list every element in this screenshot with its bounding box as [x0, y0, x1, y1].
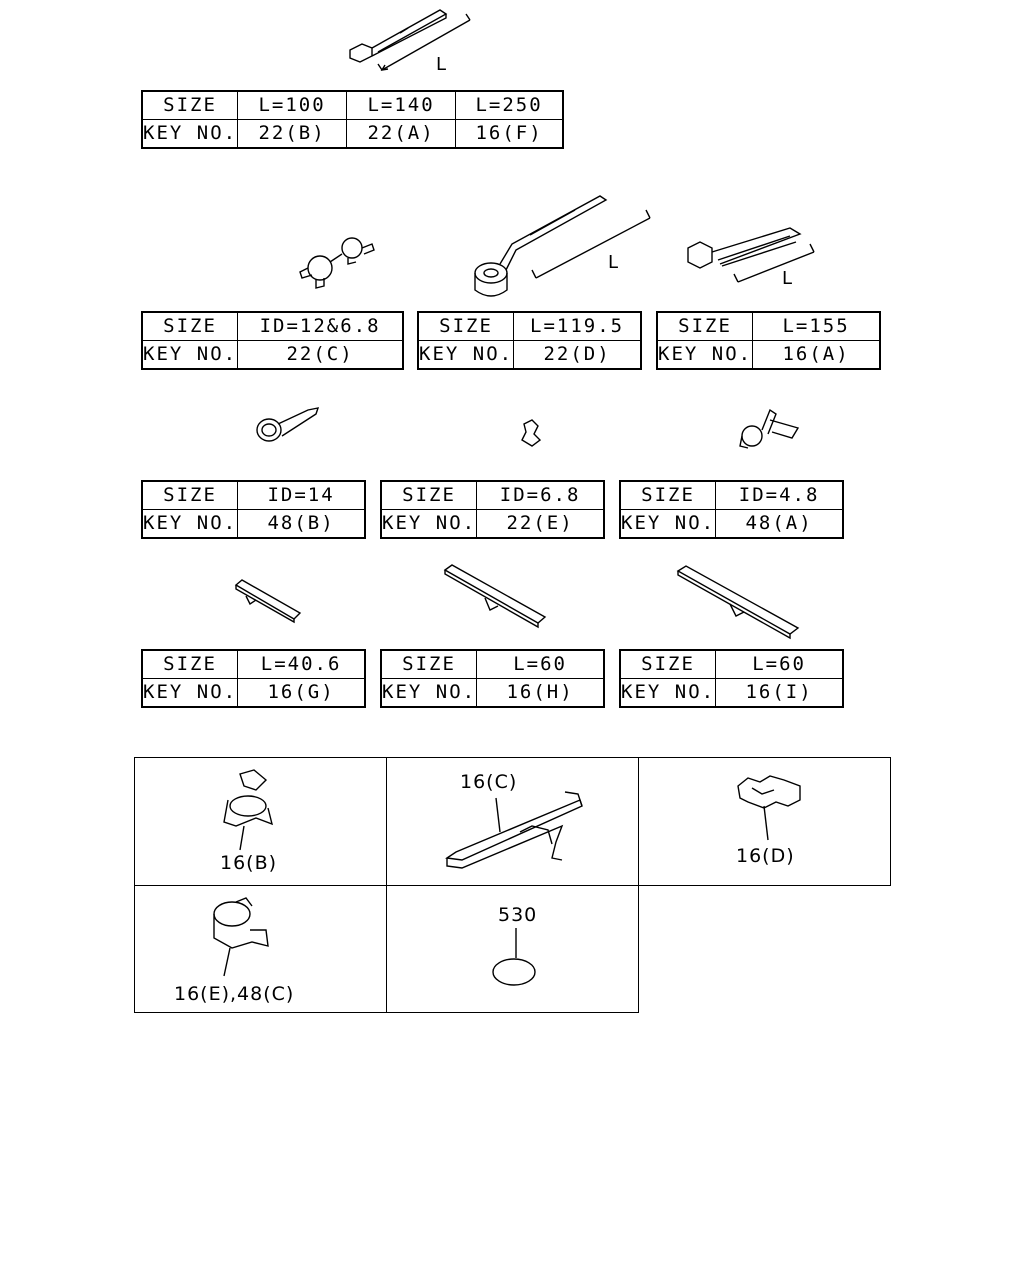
key-no-label: KEY NO.: [656, 340, 754, 370]
key-no-label: KEY NO.: [380, 509, 478, 539]
key-no-value: 16(H): [476, 678, 605, 708]
holder-clip-illustration: [739, 408, 800, 449]
loop-clamp-illustration: [256, 407, 320, 442]
key-no-label: KEY NO.: [141, 509, 239, 539]
key-no-value: 16(A): [752, 340, 881, 370]
spec-table-22c: SIZE ID=12&6.8 KEY NO. 22(C): [141, 311, 405, 370]
short-bar-clip-illustration: [234, 579, 302, 624]
key-no-label: KEY NO.: [141, 678, 239, 708]
dimension-label: L: [608, 252, 619, 273]
spec-table-48a: SIZE ID=4.8 KEY NO. 48(A): [619, 480, 845, 539]
size-value: ID=4.8: [715, 480, 844, 510]
key-no-value: 16(F): [455, 119, 564, 149]
part-label-16d: 16(D): [736, 845, 795, 867]
part-label-16e-48c: 16(E),48(C): [174, 983, 295, 1005]
cable-tie-illustration: [349, 9, 471, 71]
key-no-label: KEY NO.: [417, 340, 515, 370]
size-label: SIZE: [619, 480, 717, 510]
size-label: SIZE: [380, 480, 478, 510]
part-label-530: 530: [498, 904, 538, 926]
grid-cell-16d: [638, 757, 891, 886]
size-value: L=40.6: [237, 649, 366, 679]
dimension-label: L: [782, 268, 793, 289]
size-value: ID=6.8: [476, 480, 605, 510]
key-no-label: KEY NO.: [619, 509, 717, 539]
key-no-label: KEY NO.: [619, 678, 717, 708]
spec-table-22d: SIZE L=119.5 KEY NO. 22(D): [417, 311, 643, 370]
part-label-16b: 16(B): [220, 852, 278, 874]
key-no-value: 48(B): [237, 509, 366, 539]
size-value: L=60: [476, 649, 605, 679]
size-label: SIZE: [141, 90, 239, 120]
medium-bar-clip-illustration: [443, 564, 547, 629]
spec-table-cable-ties: SIZE L=100 L=140 L=250 KEY NO. 22(B) 22(…: [141, 90, 565, 149]
size-label: SIZE: [141, 311, 239, 341]
small-clip-illustration: [521, 419, 542, 447]
size-label: SIZE: [141, 480, 239, 510]
size-value: L=60: [715, 649, 844, 679]
key-no-label: KEY NO.: [141, 119, 239, 149]
dimension-label: L: [436, 54, 447, 75]
clamp-16b-illustration: [223, 769, 274, 851]
key-no-value: 22(E): [476, 509, 605, 539]
size-value: ID=12&6.8: [237, 311, 404, 341]
spec-table-16a: SIZE L=155 KEY NO. 16(A): [656, 311, 882, 370]
key-no-value: 16(G): [237, 678, 366, 708]
key-no-value: 22(C): [237, 340, 404, 370]
bar-clip-16c-illustration: [445, 791, 583, 869]
size-label: SIZE: [619, 649, 717, 679]
size-value: L=119.5: [513, 311, 642, 341]
key-no-value: 48(A): [715, 509, 844, 539]
grid-cell-530: [386, 885, 639, 1013]
size-value: L=100: [237, 90, 348, 120]
part-label-16c: 16(C): [460, 771, 518, 793]
oval-label-530-illustration: [492, 928, 536, 986]
key-no-value: 22(B): [237, 119, 348, 149]
key-no-label: KEY NO.: [141, 340, 239, 370]
size-label: SIZE: [141, 649, 239, 679]
key-no-label: KEY NO.: [380, 678, 478, 708]
key-no-value: 16(I): [715, 678, 844, 708]
long-tie-illustration: [474, 195, 651, 297]
spec-table-16h: SIZE L=60 KEY NO. 16(H): [380, 649, 606, 708]
spec-table-16i: SIZE L=60 KEY NO. 16(I): [619, 649, 845, 708]
size-value: L=155: [752, 311, 881, 341]
spec-table-22e: SIZE ID=6.8 KEY NO. 22(E): [380, 480, 606, 539]
size-label: SIZE: [380, 649, 478, 679]
flat-tie-illustration: [687, 227, 815, 283]
key-no-value: 22(D): [513, 340, 642, 370]
long-bar-clip-illustration: [676, 565, 800, 640]
size-label: SIZE: [656, 311, 754, 341]
clamp-16e-illustration: [213, 897, 269, 977]
key-no-value: 22(A): [346, 119, 457, 149]
spec-table-16g: SIZE L=40.6 KEY NO. 16(G): [141, 649, 367, 708]
size-value: ID=14: [237, 480, 366, 510]
size-value: L=250: [455, 90, 564, 120]
size-label: SIZE: [417, 311, 515, 341]
spec-table-48b: SIZE ID=14 KEY NO. 48(B): [141, 480, 367, 539]
twin-clamp-illustration: [299, 237, 375, 289]
size-value: L=140: [346, 90, 457, 120]
clip-16d-illustration: [737, 775, 801, 841]
